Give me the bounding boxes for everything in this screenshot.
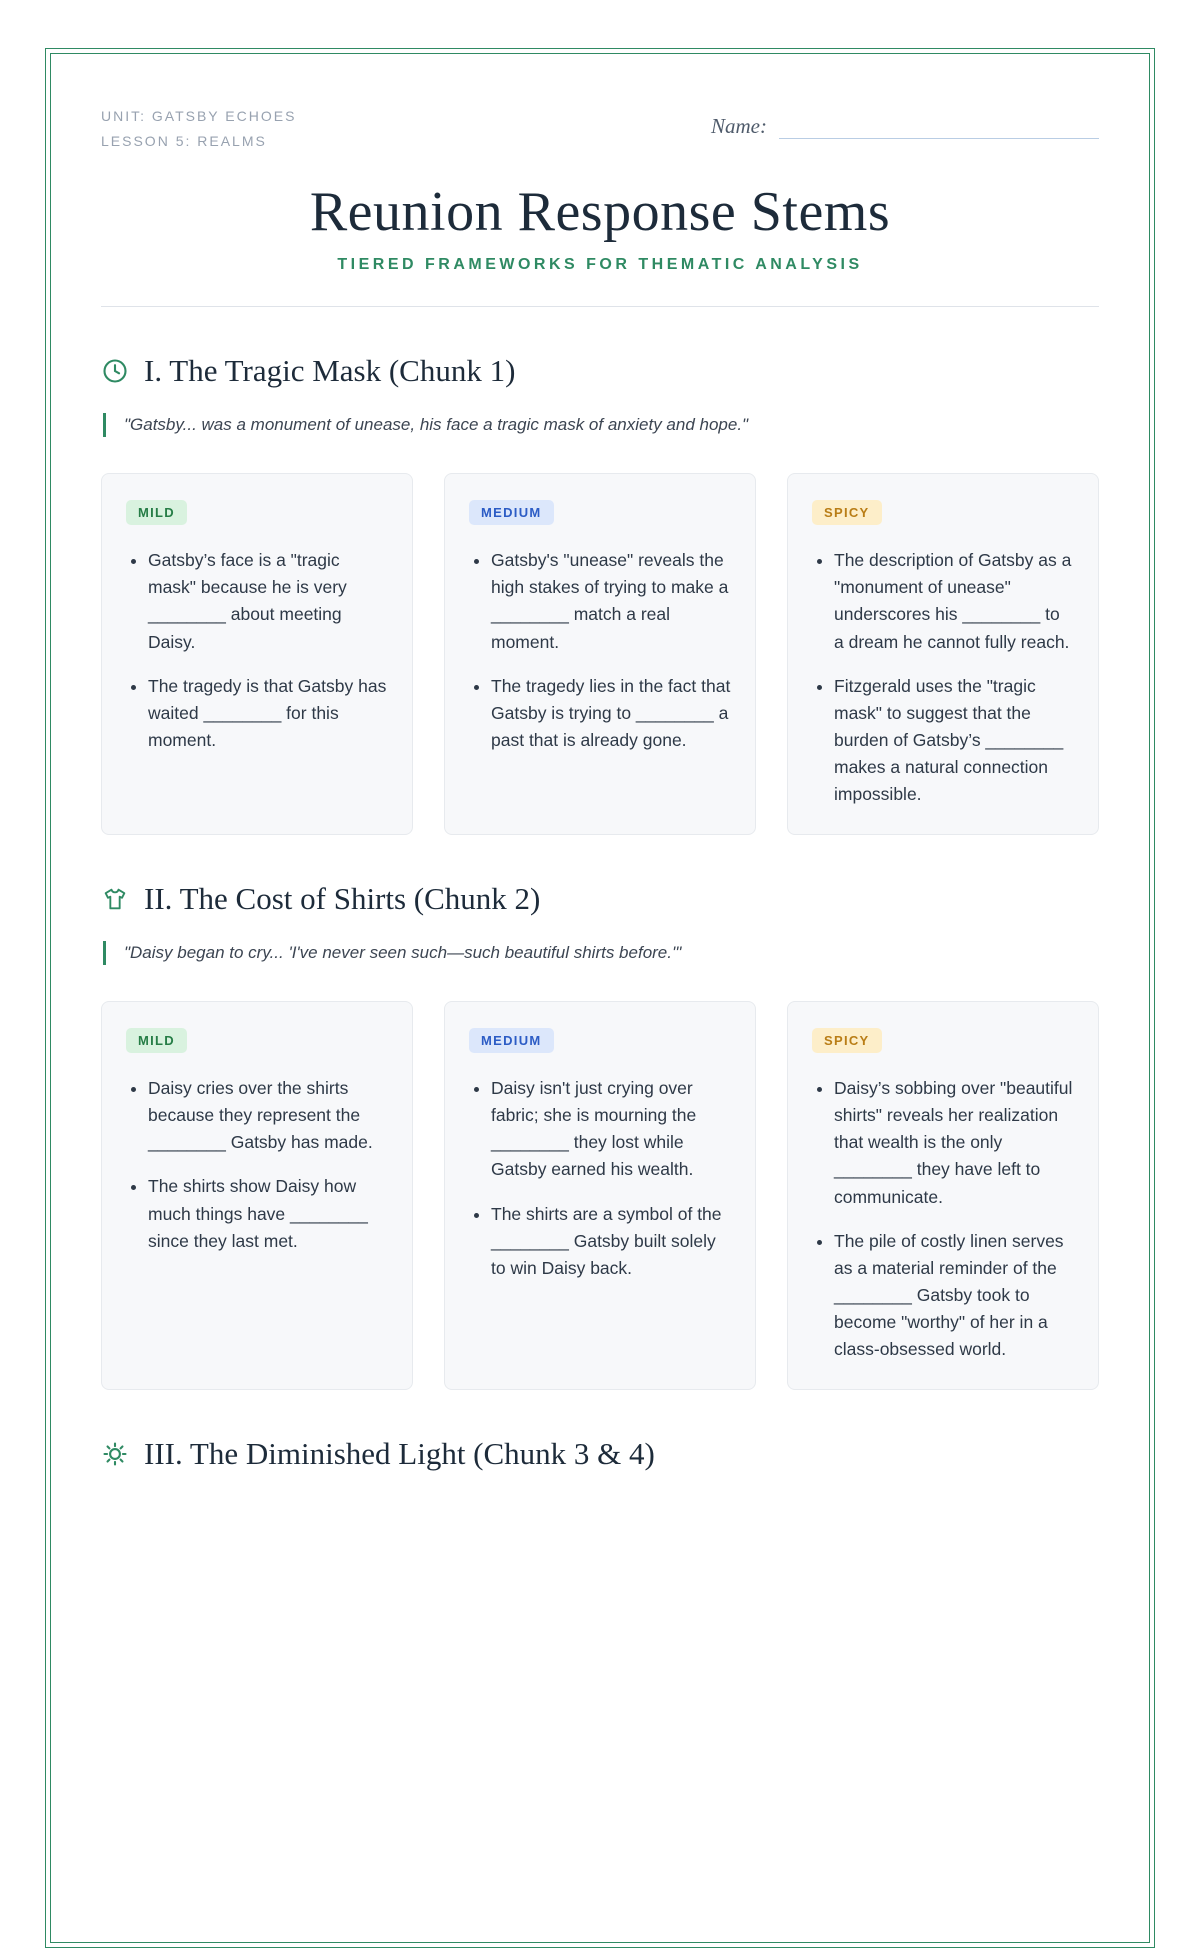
worksheet-header: UNIT: GATSBY ECHOES LESSON 5: REALMS Nam… [101, 104, 1099, 154]
tier-badge-medium: MEDIUM [469, 500, 554, 526]
tier-badge-mild: MILD [126, 1028, 187, 1054]
clock-icon [101, 357, 129, 385]
section-title: I. The Tragic Mask (Chunk 1) [144, 353, 516, 389]
stem-item: The tragedy lies in the fact that Gatsby… [491, 673, 731, 754]
section-title: III. The Diminished Light (Chunk 3 & 4) [144, 1436, 655, 1472]
stem-item: The shirts are a symbol of the ________ … [491, 1201, 731, 1282]
sun-icon [101, 1440, 129, 1468]
tier-badge-medium: MEDIUM [469, 1028, 554, 1054]
tier-cards-row: MILD Gatsby’s face is a "tragic mask" be… [101, 473, 1099, 836]
section-quote: "Gatsby... was a monument of unease, his… [103, 413, 1099, 438]
section-diminished-light: III. The Diminished Light (Chunk 3 & 4) [101, 1436, 1099, 1472]
stem-item: The shirts show Daisy how much things ha… [148, 1173, 388, 1254]
stem-item: Gatsby's "unease" reveals the high stake… [491, 547, 731, 656]
card-medium: MEDIUM Gatsby's "unease" reveals the hig… [444, 473, 756, 836]
name-label: Name: [711, 114, 767, 138]
stem-item: The tragedy is that Gatsby has waited __… [148, 673, 388, 754]
section-tragic-mask: I. The Tragic Mask (Chunk 1) "Gatsby... … [101, 353, 1099, 836]
card-spicy: SPICY Daisy’s sobbing over "beautiful sh… [787, 1001, 1099, 1391]
shirt-icon [101, 885, 129, 913]
section-heading-row: II. The Cost of Shirts (Chunk 2) [101, 881, 1099, 917]
name-input-line[interactable] [779, 117, 1099, 139]
name-row: Name: [711, 114, 1099, 139]
stem-item: Daisy isn't just crying over fabric; she… [491, 1075, 731, 1184]
decorative-frame: UNIT: GATSBY ECHOES LESSON 5: REALMS Nam… [45, 48, 1155, 1948]
page-subtitle: TIERED FRAMEWORKS FOR THEMATIC ANALYSIS [337, 256, 863, 274]
stem-item: The pile of costly linen serves as a mat… [834, 1228, 1074, 1364]
section-title: II. The Cost of Shirts (Chunk 2) [144, 881, 541, 917]
card-mild: MILD Gatsby’s face is a "tragic mask" be… [101, 473, 413, 836]
stem-item: Daisy’s sobbing over "beautiful shirts" … [834, 1075, 1074, 1211]
tier-badge-mild: MILD [126, 500, 187, 526]
page-title: Reunion Response Stems [309, 181, 891, 244]
stem-list: Daisy isn't just crying over fabric; she… [469, 1075, 731, 1282]
section-heading-row: III. The Diminished Light (Chunk 3 & 4) [101, 1436, 1099, 1472]
section-quote: "Daisy began to cry... 'I've never seen … [103, 941, 1099, 966]
stem-list: Gatsby's "unease" reveals the high stake… [469, 547, 731, 754]
divider [101, 306, 1099, 308]
card-medium: MEDIUM Daisy isn't just crying over fabr… [444, 1001, 756, 1391]
card-mild: MILD Daisy cries over the shirts because… [101, 1001, 413, 1391]
stem-list: Daisy cries over the shirts because they… [126, 1075, 388, 1255]
worksheet-page: UNIT: GATSBY ECHOES LESSON 5: REALMS Nam… [50, 53, 1150, 1943]
unit-label: UNIT: GATSBY ECHOES [101, 108, 297, 124]
tier-badge-spicy: SPICY [812, 1028, 882, 1054]
tier-cards-row: MILD Daisy cries over the shirts because… [101, 1001, 1099, 1391]
stem-list: Daisy’s sobbing over "beautiful shirts" … [812, 1075, 1074, 1363]
section-heading-row: I. The Tragic Mask (Chunk 1) [101, 353, 1099, 389]
stem-list: Gatsby’s face is a "tragic mask" because… [126, 547, 388, 754]
stem-item: Fitzgerald uses the "tragic mask" to sug… [834, 673, 1074, 809]
stem-item: Daisy cries over the shirts because they… [148, 1075, 388, 1156]
tier-badge-spicy: SPICY [812, 500, 882, 526]
unit-meta: UNIT: GATSBY ECHOES LESSON 5: REALMS [101, 104, 296, 154]
stem-list: The description of Gatsby as a "monument… [812, 547, 1074, 808]
stem-item: The description of Gatsby as a "monument… [834, 547, 1074, 656]
card-spicy: SPICY The description of Gatsby as a "mo… [787, 473, 1099, 836]
lesson-label: LESSON 5: REALMS [101, 133, 267, 150]
stem-item: Gatsby’s face is a "tragic mask" because… [148, 547, 388, 656]
section-cost-of-shirts: II. The Cost of Shirts (Chunk 2) "Daisy … [101, 881, 1099, 1391]
